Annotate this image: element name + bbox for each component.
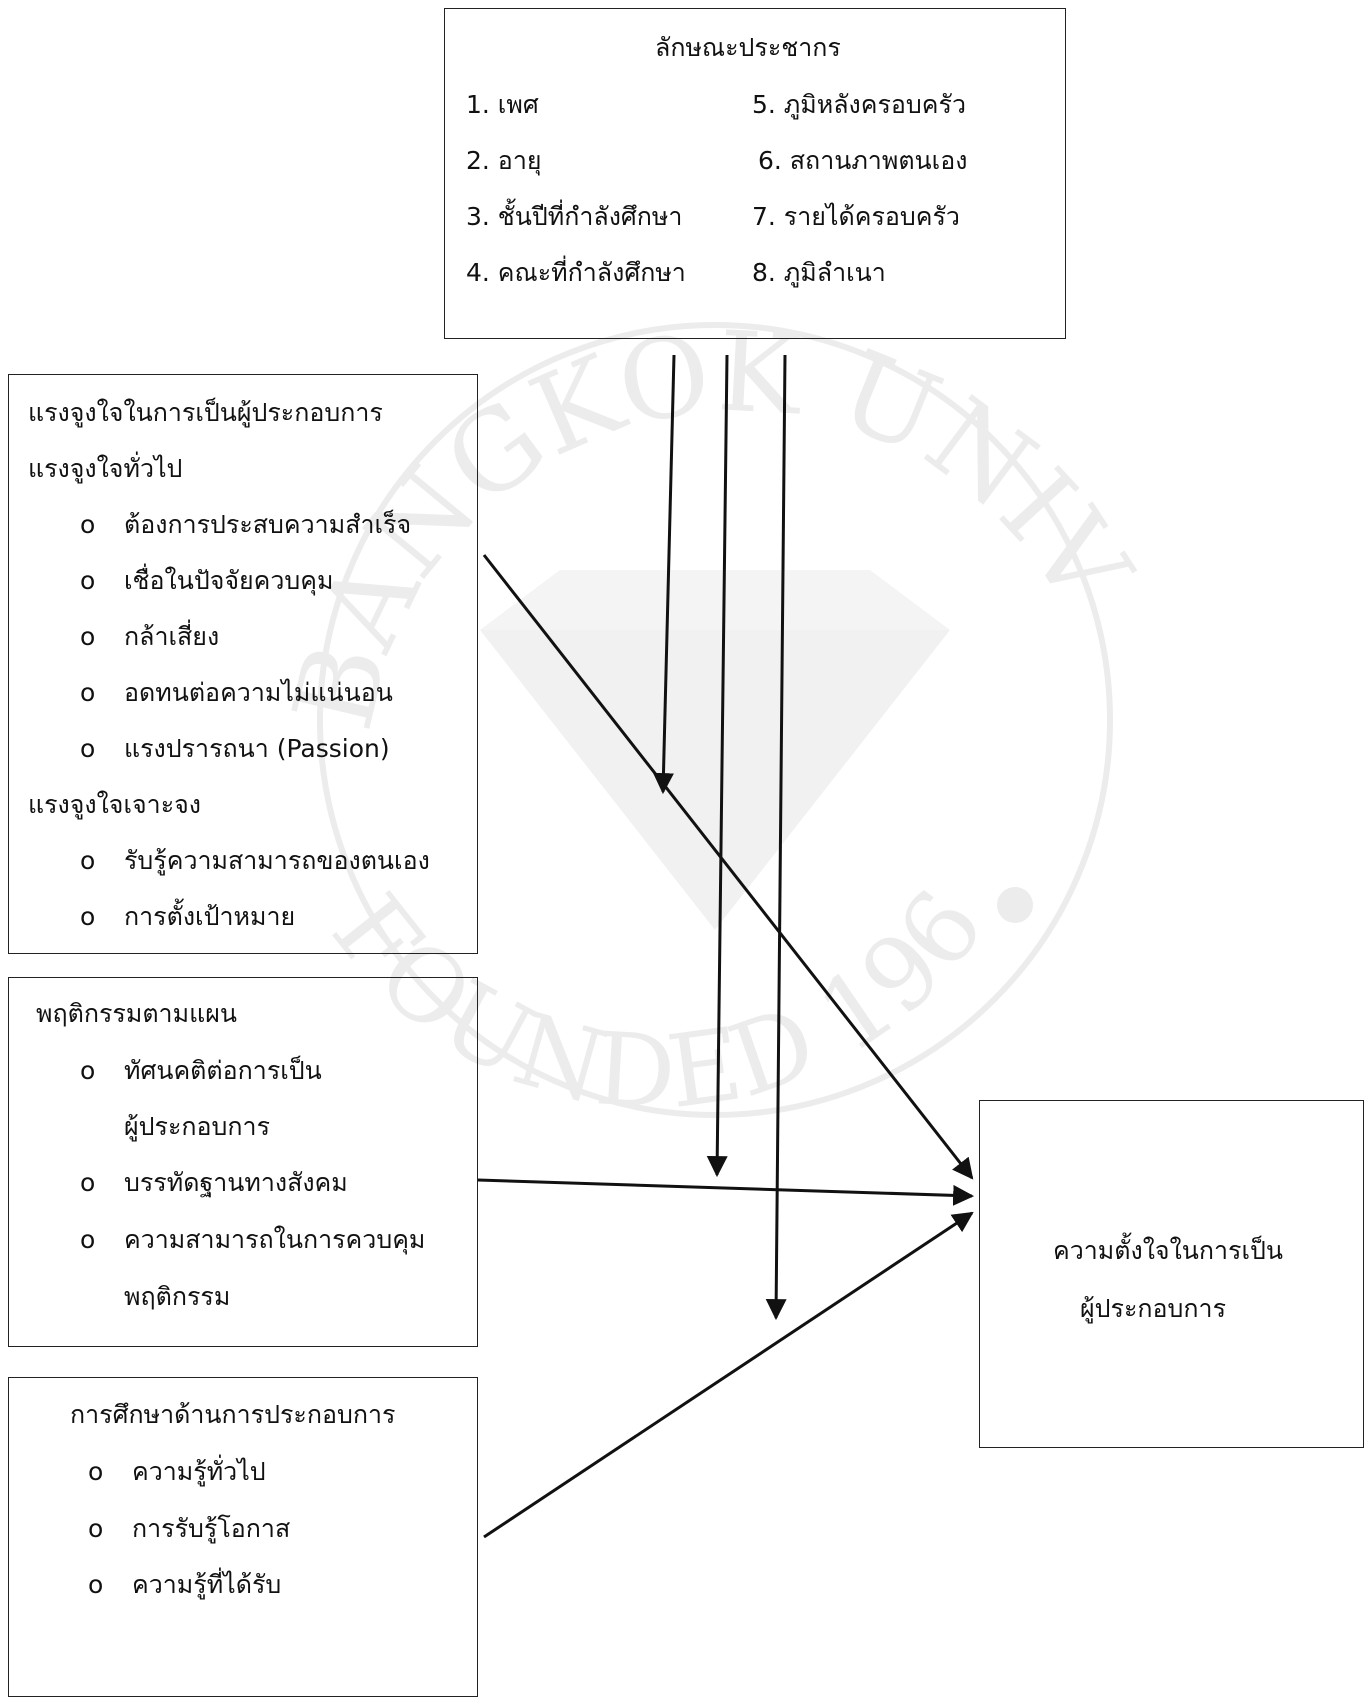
motivation-box [8, 374, 478, 954]
bullet-icon: o [88, 1570, 104, 1599]
bullet-icon: o [80, 510, 96, 539]
demographics-item-5: 5. ภูมิหลังครอบครัว [752, 90, 966, 119]
outcome-line-1: ความตั้งใจในการเป็น [1053, 1236, 1283, 1265]
motivation-general-item-4: อดทนต่อความไม่แน่นอน [124, 678, 393, 707]
motivation-specific-heading: แรงจูงใจเจาะจง [28, 790, 201, 819]
outcome-box [979, 1100, 1364, 1448]
motivation-specific-item-2: การตั้งเป้าหมาย [124, 902, 296, 931]
bullet-icon: o [80, 566, 96, 595]
bullet-icon: o [80, 734, 96, 763]
education-item-2: การรับรู้โอกาส [132, 1514, 291, 1543]
motivation-general-item-5: แรงปรารถนา (Passion) [124, 734, 390, 763]
bullet-icon: o [80, 1056, 96, 1085]
demographics-title: ลักษณะประชากร [655, 33, 841, 62]
bullet-icon: o [80, 902, 96, 931]
arrow-motivation-to-outcome [482, 554, 974, 1180]
education-item-3: ความรู้ที่ได้รับ [132, 1570, 282, 1599]
bullet-icon: o [80, 846, 96, 875]
demographics-item-3: 3. ชั้นปีที่กำลังศึกษา [466, 202, 683, 231]
demographics-item-4: 4. คณะที่กำลังศึกษา [466, 258, 686, 287]
demographics-item-7: 7. รายได้ครอบครัว [752, 202, 960, 231]
arrow-education-to-outcome [483, 1211, 974, 1539]
motivation-title: แรงจูงใจในการเป็นผู้ประกอบการ [28, 398, 383, 427]
planned-behavior-item-1-line-2: ผู้ประกอบการ [124, 1112, 270, 1141]
planned-behavior-item-3-line-1: ความสามารถในการควบคุม [124, 1225, 426, 1254]
outcome-line-2: ผู้ประกอบการ [1080, 1294, 1226, 1323]
bullet-icon: o [80, 1168, 96, 1197]
demographics-item-6: 6. สถานภาพตนเอง [758, 146, 968, 175]
planned-behavior-item-1-line-1: ทัศนคติต่อการเป็น [124, 1056, 322, 1085]
bullet-icon: o [80, 1225, 96, 1254]
motivation-general-item-2: เชื่อในปัจจัยควบคุม [124, 566, 334, 595]
arrow-demographics-3 [765, 354, 787, 1321]
arrow-behavior-to-outcome [477, 1178, 975, 1206]
demographics-box [444, 8, 1066, 339]
planned-behavior-item-2: บรรทัดฐานทางสังคม [124, 1168, 348, 1197]
demographics-item-8: 8. ภูมิลำเนา [752, 258, 886, 287]
planned-behavior-box [8, 977, 478, 1347]
planned-behavior-title: พฤติกรรมตามแผน [36, 999, 237, 1028]
motivation-general-heading: แรงจูงใจทั่วไป [28, 454, 183, 483]
bullet-icon: o [88, 1514, 104, 1543]
arrow-demographics-2 [706, 354, 729, 1178]
bullet-icon: o [88, 1457, 104, 1486]
bullet-icon: o [80, 622, 96, 651]
motivation-general-item-1: ต้องการประสบความสำเร็จ [124, 510, 412, 539]
arrow-demographics-1 [652, 354, 676, 795]
demographics-item-2: 2. อายุ [466, 146, 542, 175]
motivation-specific-item-1: รับรู้ความสามารถของตนเอง [124, 846, 430, 875]
education-item-1: ความรู้ทั่วไป [132, 1457, 266, 1486]
education-title: การศึกษาด้านการประกอบการ [70, 1400, 396, 1429]
demographics-item-1: 1. เพศ [466, 90, 539, 119]
bullet-icon: o [80, 678, 96, 707]
motivation-general-item-3: กล้าเสี่ยง [124, 622, 220, 651]
planned-behavior-item-3-line-2: พฤติกรรม [124, 1282, 231, 1311]
